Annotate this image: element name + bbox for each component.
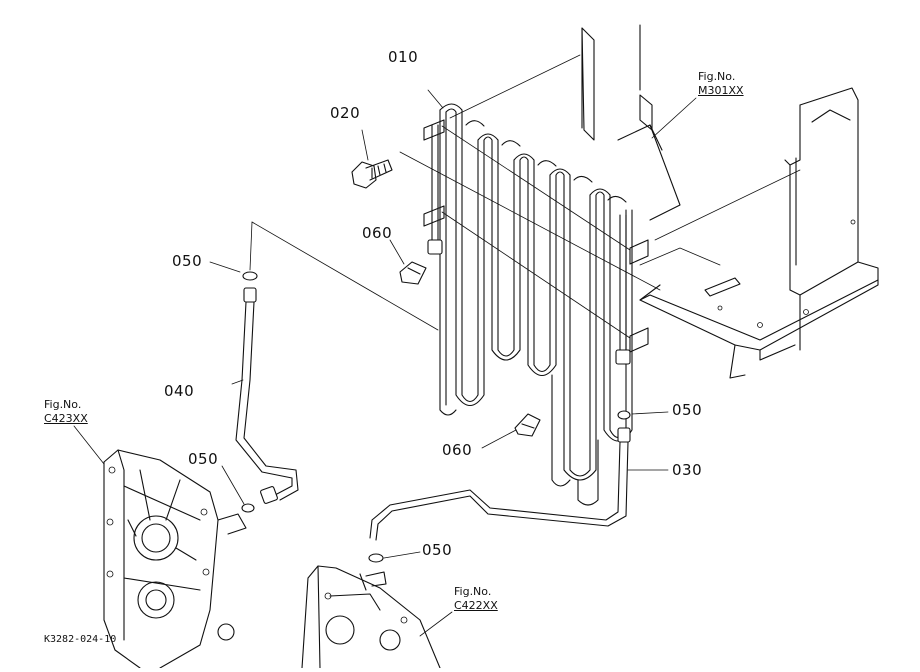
bolt-020 — [351, 129, 393, 189]
part-label-050-bottom: 050 — [422, 541, 453, 559]
fig-ref-c422xx-number: C422XX — [454, 598, 498, 612]
fig-ref-m301xx[interactable]: Fig.No. M301XX — [698, 70, 744, 98]
o-rings-050 — [209, 261, 669, 563]
fig-ref-m301xx-caption: Fig.No. — [698, 70, 736, 83]
clip-060-lower — [481, 413, 541, 449]
part-label-050-right: 050 — [672, 401, 703, 419]
leader-m301 — [651, 97, 697, 139]
part-label-020: 020 — [330, 104, 361, 122]
fig-ref-c423xx-number: C423XX — [44, 411, 88, 425]
heater-coil-010 — [423, 103, 649, 506]
fig-ref-c423xx-caption: Fig.No. — [44, 398, 82, 411]
part-label-060-lower: 060 — [442, 441, 473, 459]
pipe-040 — [231, 221, 439, 504]
drawing-code: K3282-024-10 — [44, 634, 117, 645]
fig-ref-c422xx[interactable]: Fig.No. C422XX — [454, 585, 498, 613]
part-label-030: 030 — [672, 461, 703, 479]
part-label-050-upper: 050 — [172, 252, 203, 270]
part-label-010: 010 — [388, 48, 419, 66]
clip-060-upper — [389, 239, 427, 285]
part-label-040: 040 — [164, 382, 195, 400]
mounting-frame — [581, 24, 879, 379]
fig-ref-c422xx-caption: Fig.No. — [454, 585, 492, 598]
gear-housing-c423 — [73, 425, 247, 669]
part-label-050-left: 050 — [188, 450, 219, 468]
fig-ref-c423xx[interactable]: Fig.No. C423XX — [44, 398, 88, 426]
pipe-030 — [369, 427, 669, 541]
gear-housing-c422 — [301, 565, 453, 669]
part-label-060-upper: 060 — [362, 224, 393, 242]
part-010-leaders — [399, 54, 661, 291]
fig-ref-m301xx-number: M301XX — [698, 83, 744, 97]
